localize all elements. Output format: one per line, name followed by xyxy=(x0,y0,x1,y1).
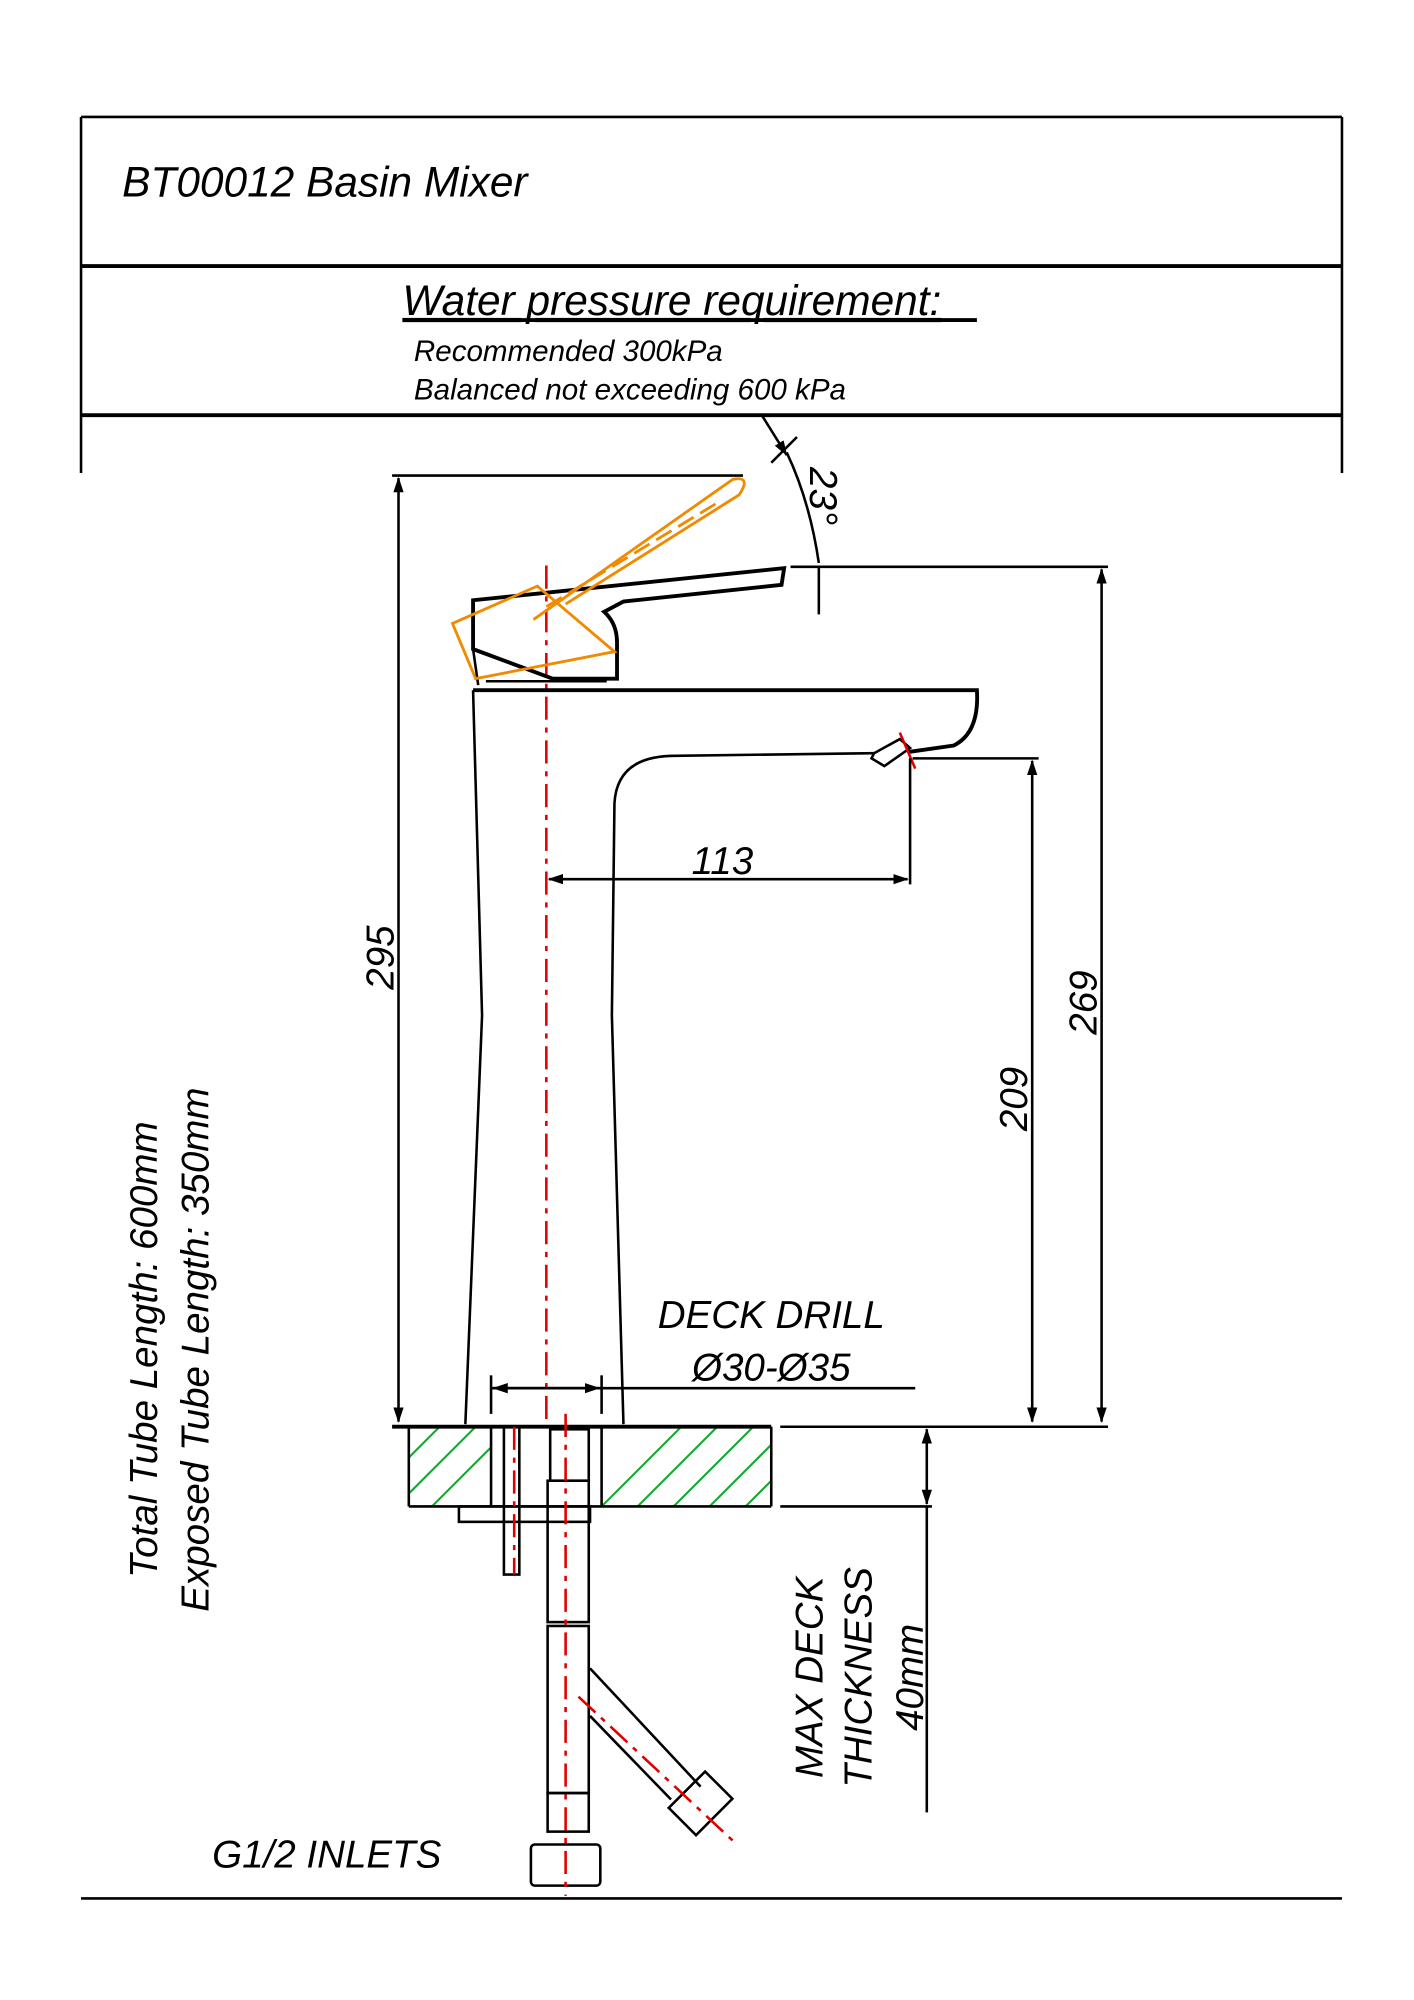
max-deck-line3: 40mm xyxy=(889,1624,932,1731)
dimension-angle-label: 23° xyxy=(801,466,844,525)
pressure-heading: Water pressure requirement: xyxy=(402,277,941,324)
total-tube-length: Total Tube Length: 600mm xyxy=(123,1121,166,1577)
pressure-recommended: Recommended 300kPa xyxy=(414,335,723,368)
max-deck-line2: THICKNESS xyxy=(838,1567,881,1788)
product-title: BT00012 Basin Mixer xyxy=(122,159,529,206)
lever-handle xyxy=(471,565,787,686)
hose-angled xyxy=(577,1667,735,1842)
inlets-label: G1/2 INLETS xyxy=(212,1834,442,1877)
dimension-269-label: 269 xyxy=(1062,970,1105,1035)
mounting-hardware xyxy=(457,1425,592,1576)
hose-straight xyxy=(529,1413,602,1896)
dimension-209-label: 209 xyxy=(993,1067,1036,1132)
max-deck-line1: MAX DECK xyxy=(789,1574,832,1778)
lever-open-position xyxy=(450,477,746,681)
dimension-deck-drill xyxy=(489,1375,916,1414)
deck-section xyxy=(392,1424,1109,1813)
title-frame xyxy=(79,115,1344,1900)
dimension-angle xyxy=(759,413,821,615)
dimension-113-label: 113 xyxy=(692,840,754,883)
deck-drill-label: DECK DRILL xyxy=(658,1294,885,1337)
dimension-295-label: 295 xyxy=(359,925,402,991)
exposed-tube-length: Exposed Tube Length: 350mm xyxy=(174,1087,217,1611)
faucet-body xyxy=(464,688,980,1425)
dimension-209 xyxy=(912,757,1039,1423)
dimension-113 xyxy=(547,758,912,885)
pressure-balanced: Balanced not exceeding 600 kPa xyxy=(414,374,846,407)
deck-drill-value: Ø30-Ø35 xyxy=(690,1346,851,1389)
dimension-269 xyxy=(790,565,1109,1423)
dimension-295 xyxy=(392,474,743,1423)
